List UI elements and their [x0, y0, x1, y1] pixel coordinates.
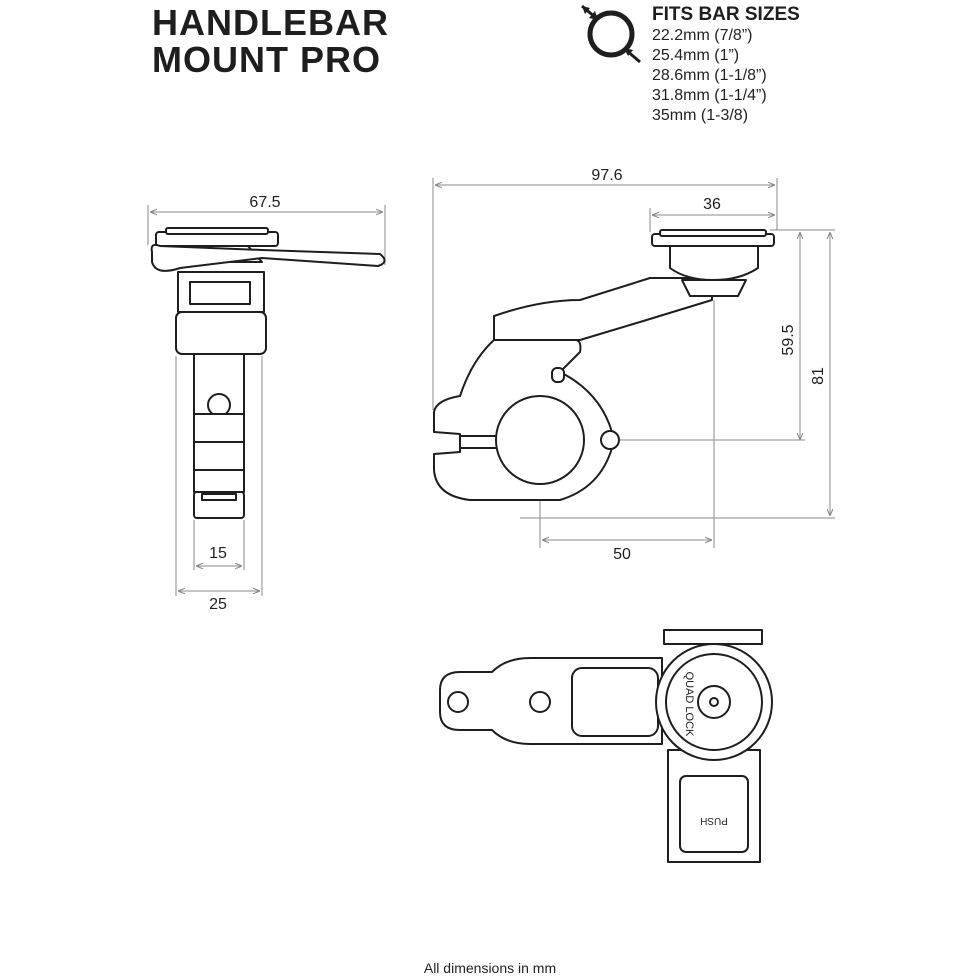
bar-size-icon	[581, 4, 641, 64]
technical-drawing: QUAD LOCK PUSH 67.5 15 25 97.6 36 59.5 8…	[147, 167, 835, 863]
top-view: QUAD LOCK PUSH	[439, 629, 773, 863]
size-item: 28.6mm (1-1/8”)	[652, 67, 767, 84]
front-view	[147, 205, 386, 596]
dim-side-total-height: 81	[810, 367, 827, 385]
dim-side-total-width: 97.6	[591, 167, 622, 184]
dim-front-base: 25	[209, 596, 227, 613]
fits-bar-sizes: FITS BAR SIZES 22.2mm (7/8”) 25.4mm (1”)…	[652, 4, 800, 126]
size-item: 35mm (1-3/8)	[652, 107, 749, 124]
size-item: 31.8mm (1-1/4”)	[652, 87, 767, 104]
dim-side-height-center: 59.5	[780, 324, 797, 355]
footer-note: All dimensions in mm	[423, 960, 557, 976]
size-list: 22.2mm (7/8”) 25.4mm (1”) 28.6mm (1-1/8”…	[652, 26, 800, 126]
size-item: 25.4mm (1”)	[652, 47, 740, 64]
dim-side-offset: 50	[613, 546, 631, 563]
title-line-1: HANDLEBAR	[152, 2, 389, 43]
fits-heading: FITS BAR SIZES	[652, 4, 800, 25]
size-item: 22.2mm (7/8”)	[652, 27, 753, 44]
side-view	[432, 178, 835, 548]
page-title: HANDLEBAR MOUNT PRO	[152, 4, 389, 78]
dim-side-head-width: 36	[703, 196, 721, 213]
dim-front-inner: 15	[209, 545, 227, 562]
brand-label: QUAD LOCK	[683, 672, 695, 737]
dim-front-width: 67.5	[249, 194, 280, 211]
push-label: PUSH	[700, 815, 728, 826]
title-line-2: MOUNT PRO	[152, 39, 381, 80]
